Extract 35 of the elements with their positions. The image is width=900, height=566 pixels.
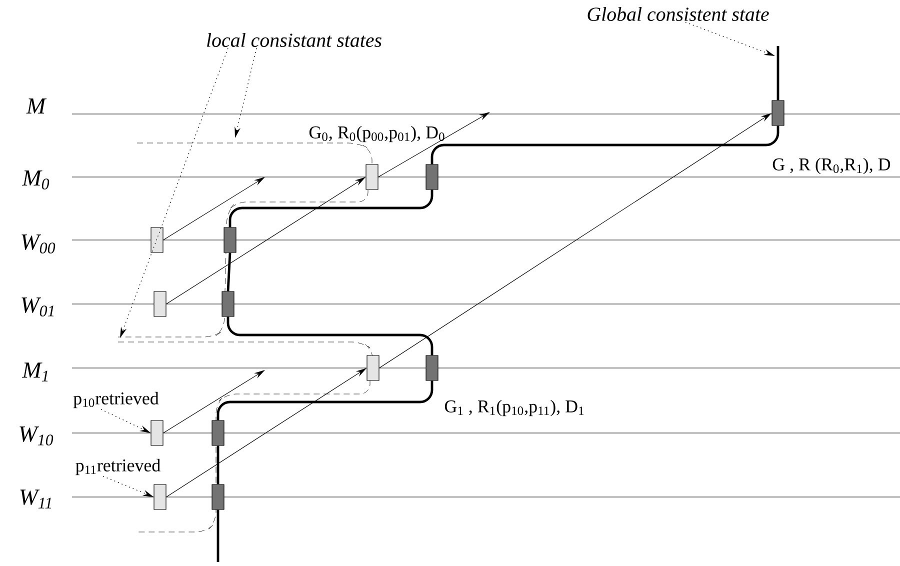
checkpoint-box bbox=[366, 164, 378, 190]
consistent-state-line bbox=[226, 316, 434, 356]
checkpoint-box bbox=[150, 227, 164, 253]
process-label: M$_{1}$ bbox=[22, 362, 48, 382]
process-label: W$_{01}$ bbox=[22, 298, 54, 316]
process-label: M$_{0}$ bbox=[22, 170, 50, 190]
checkpoint-box bbox=[154, 484, 166, 510]
process-label: W$_{10}$ bbox=[20, 426, 54, 446]
checkpoint-box bbox=[150, 420, 164, 446]
checkpoint-box bbox=[426, 164, 438, 190]
state-label: G , R (R$_{0}$,R$_{1}$), D bbox=[772, 158, 890, 174]
checkpoint-box bbox=[366, 355, 380, 381]
consistent-state-line bbox=[216, 510, 220, 562]
state-label: G$_{0}$, R$_{0}$(p$_{00}$,p$_{01}$), D$_{0}$ bbox=[309, 126, 444, 142]
annotation-text: p$_{10}$retrieved bbox=[73, 392, 159, 408]
checkpoint-box bbox=[426, 355, 438, 381]
consistent-state-line bbox=[216, 446, 220, 484]
checkpoint-box bbox=[222, 291, 234, 317]
process-label: M bbox=[26, 98, 47, 114]
consistent-state-line bbox=[226, 252, 232, 292]
checkpoint-box bbox=[212, 420, 224, 446]
process-label: W$_{00}$ bbox=[22, 234, 56, 254]
consistent-state-line bbox=[216, 380, 434, 420]
checkpoint-box bbox=[772, 100, 784, 126]
process-label: W$_{11}$ bbox=[20, 490, 51, 508]
checkpoint-box bbox=[212, 484, 224, 510]
state-label: G$_{1}$ , R$_{1}$(p$_{10}$,p$_{11}$), D$_{1}$ bbox=[444, 400, 584, 416]
annotation-text: local consistant states bbox=[207, 32, 382, 47]
consistent-state-line bbox=[430, 126, 780, 164]
consistent-state-line bbox=[228, 190, 434, 228]
checkpoint-box bbox=[154, 291, 166, 317]
checkpoint-box bbox=[224, 227, 236, 253]
annotation-text: p$_{11}$retrieved bbox=[76, 458, 160, 476]
consistent-state-line bbox=[776, 46, 780, 100]
annotation-text: Global consistent state bbox=[588, 6, 769, 21]
